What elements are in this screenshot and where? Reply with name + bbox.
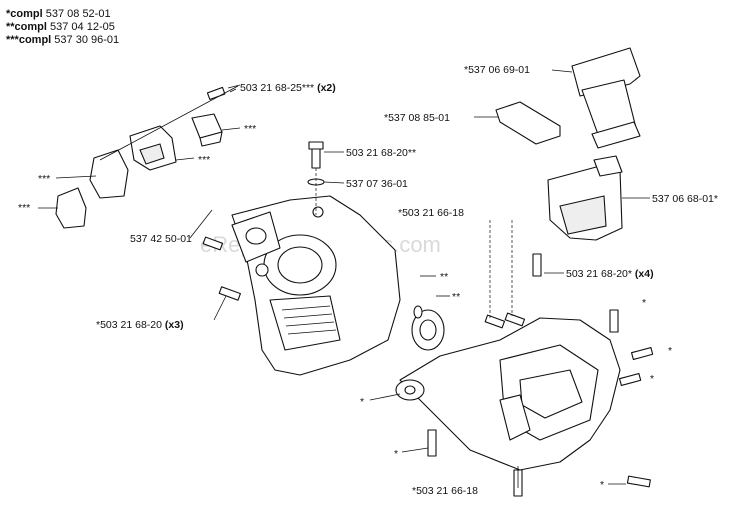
- screw-right-5: [631, 346, 654, 361]
- kit-references: *compl 537 08 52-01 **compl 537 04 12-05…: [6, 8, 119, 47]
- label-star-6: *: [600, 479, 604, 491]
- bracket-part-d: [55, 187, 87, 229]
- kit-ref-1: *compl 537 08 52-01: [6, 8, 111, 20]
- screw-crankcase-left: [218, 286, 241, 301]
- leader-l7: [323, 181, 345, 184]
- leader-l4: [55, 175, 97, 179]
- bearing: [411, 309, 445, 351]
- label-503-21-68-20-x3: *503 21 68-20 (x3): [96, 319, 184, 331]
- label-star-5: *: [650, 373, 654, 385]
- screw-crankcase-upper: [202, 236, 224, 251]
- label-star-3: *: [642, 297, 646, 309]
- bracket-part-c: [89, 149, 129, 199]
- label-537-06-69-01: *537 06 69-01: [464, 64, 530, 76]
- label-503-21-66-18-bottom: *503 21 66-18: [412, 485, 478, 497]
- screw-right-4: [609, 309, 619, 333]
- label-star-4: *: [668, 345, 672, 357]
- label-star-2: *: [394, 448, 398, 460]
- bracket-part-b: [129, 125, 177, 171]
- label-503-21-68-20-x4: 503 21 68-20* (x4): [566, 268, 654, 280]
- crankcase-half-right: [395, 317, 621, 471]
- screw-right-1: [484, 314, 506, 329]
- label-stars-2: ***: [198, 154, 210, 166]
- label-503-21-66-18-top: *503 21 66-18: [398, 207, 464, 219]
- leader-line: [99, 85, 239, 161]
- label-503-21-68-25: 503 21 68-25*** (x2): [240, 82, 336, 94]
- leader-l16: [213, 295, 227, 321]
- screw-bottom-left: [427, 429, 437, 457]
- leader-l18: [401, 447, 429, 453]
- label-star-1: *: [360, 396, 364, 408]
- clip-plate: [495, 101, 561, 145]
- seal-small: [413, 305, 423, 319]
- strap-bracket: [571, 47, 641, 149]
- screw-right-6: [619, 372, 642, 387]
- label-537-42-50-01: 537 42 50-01: [130, 233, 192, 245]
- leader-l8: [189, 209, 213, 239]
- cylinder-flange: [231, 211, 281, 263]
- screw-bottom-right: [626, 475, 651, 488]
- leader-l3: [175, 157, 195, 161]
- kit-ref-2: **compl 537 04 12-05: [6, 21, 115, 33]
- label-stars-1: ***: [244, 123, 256, 135]
- leader-l1: [229, 88, 237, 93]
- label-537-07-36-01: 537 07 36-01: [346, 178, 408, 190]
- leader-l9: [551, 69, 573, 73]
- leader-l17: [369, 393, 401, 401]
- kit-ref-3: ***compl 537 30 96-01: [6, 34, 120, 46]
- label-stars-4: ***: [18, 202, 30, 214]
- label-537-08-85-01: *537 08 85-01: [384, 112, 450, 124]
- screw-right-3: [532, 253, 542, 277]
- screw-top-center: [308, 141, 324, 169]
- label-503-21-68-20-dd: 503 21 68-20**: [346, 147, 416, 159]
- label-double-star-2: **: [452, 291, 460, 303]
- tank-saddle: [547, 155, 623, 241]
- leader-l2: [221, 127, 241, 131]
- screw-right-2: [504, 312, 526, 327]
- label-537-06-68-01: 537 06 68-01*: [652, 193, 718, 205]
- bracket-part-a: [191, 113, 223, 147]
- label-double-star-1: **: [440, 271, 448, 283]
- label-stars-3: ***: [38, 173, 50, 185]
